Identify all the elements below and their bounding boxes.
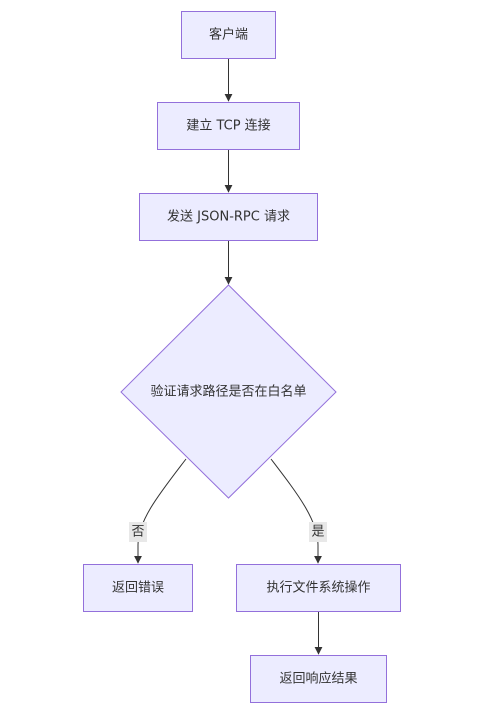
node-send-rpc: 发送 JSON-RPC 请求 xyxy=(139,193,318,241)
node-check-label: 验证请求路径是否在白名单 xyxy=(150,384,306,400)
edge-label-no: 否 xyxy=(129,522,147,542)
node-return-result: 返回响应结果 xyxy=(250,655,387,703)
edge-label-yes-text: 是 xyxy=(311,525,324,540)
node-check-decision: 验证请求路径是否在白名单 xyxy=(120,284,337,499)
node-send-rpc-label: 发送 JSON-RPC 请求 xyxy=(167,209,290,225)
edge-check-to-execute xyxy=(270,458,322,564)
edge-label-no-text: 否 xyxy=(131,525,144,540)
node-tcp: 建立 TCP 连接 xyxy=(157,102,300,150)
node-client-label: 客户端 xyxy=(209,27,248,43)
node-return-result-label: 返回响应结果 xyxy=(279,671,357,687)
node-client: 客户端 xyxy=(181,11,276,59)
edge-label-yes: 是 xyxy=(309,522,327,542)
node-execute: 执行文件系统操作 xyxy=(236,564,401,612)
node-tcp-label: 建立 TCP 连接 xyxy=(186,118,270,134)
edge-check-to-error xyxy=(134,458,187,564)
node-execute-label: 执行文件系统操作 xyxy=(266,580,370,596)
node-return-error-label: 返回错误 xyxy=(112,581,164,596)
node-return-error: 返回错误 xyxy=(83,564,193,612)
